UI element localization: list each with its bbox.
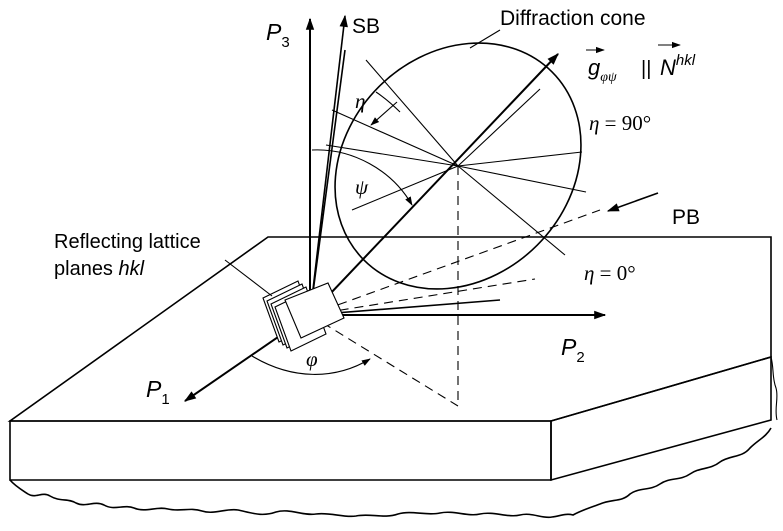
phi-arc: [251, 355, 371, 375]
eta-0-label: η = 0°: [584, 261, 636, 285]
diffracted-beam-sb: [309, 14, 348, 316]
pb-label: PB: [672, 206, 700, 229]
p2-label: P2: [561, 334, 585, 366]
psi-arc: [311, 149, 413, 206]
angle-arcs: [251, 91, 413, 375]
eta-90-label: η = 90°: [589, 111, 651, 135]
radial-line: [457, 151, 583, 167]
sample-rough-side-edge: [770, 356, 778, 421]
diffraction-vector-label: gφψ || Nhkl: [586, 41, 696, 85]
svg-text:||: ||: [641, 58, 651, 80]
lattice-plane: [284, 282, 345, 339]
reflecting-planes-label-line1: Reflecting lattice: [54, 231, 201, 253]
diffraction-cone: [309, 14, 659, 316]
psi-angle-label: ψ: [355, 175, 369, 199]
svg-text:Nhkl: Nhkl: [660, 52, 696, 80]
primary-beam-pb: [606, 192, 659, 212]
radial-line: [325, 144, 459, 167]
phi-angle-label: φ: [306, 347, 318, 371]
sample-axes: [184, 17, 607, 402]
eta-arc: [375, 91, 401, 113]
sb-label: SB: [352, 15, 380, 38]
sample-rough-bottom-edge: [9, 427, 772, 519]
eta-angle-label: η: [355, 89, 365, 113]
radial-line: [457, 88, 541, 167]
sample-front-face: [9, 420, 552, 481]
radial-line: [351, 165, 459, 211]
eta-zero-dashed-line: [309, 278, 536, 316]
radial-line: [457, 165, 587, 193]
diffraction-vector-g: [309, 53, 559, 316]
radial-line: [457, 165, 566, 256]
p3-label: P3: [266, 19, 290, 51]
diffraction-cone-label: Diffraction cone: [500, 7, 646, 30]
sample-side-face: [550, 355, 772, 482]
p1-label: P1: [146, 376, 170, 408]
svg-text:gφψ: gφψ: [588, 55, 617, 85]
primary-beam-dashed-line: [309, 209, 601, 316]
cone-radial-lines: [325, 59, 587, 256]
cone-leader-line: [469, 29, 501, 49]
lattice-planes: [224, 259, 345, 352]
labels: P3 SB Diffraction cone gφψ || Nhkl η = 9…: [54, 7, 700, 408]
lattice-leader-line: [224, 259, 273, 297]
diffraction-vector-projection: [309, 314, 459, 407]
radial-line: [331, 109, 459, 167]
sample-block: [7, 236, 778, 519]
eta-arrow: [370, 101, 398, 126]
reflecting-planes-label-line2: planes hkl: [54, 258, 145, 280]
radial-line: [365, 59, 459, 167]
cone-base-ellipse: [334, 42, 582, 290]
